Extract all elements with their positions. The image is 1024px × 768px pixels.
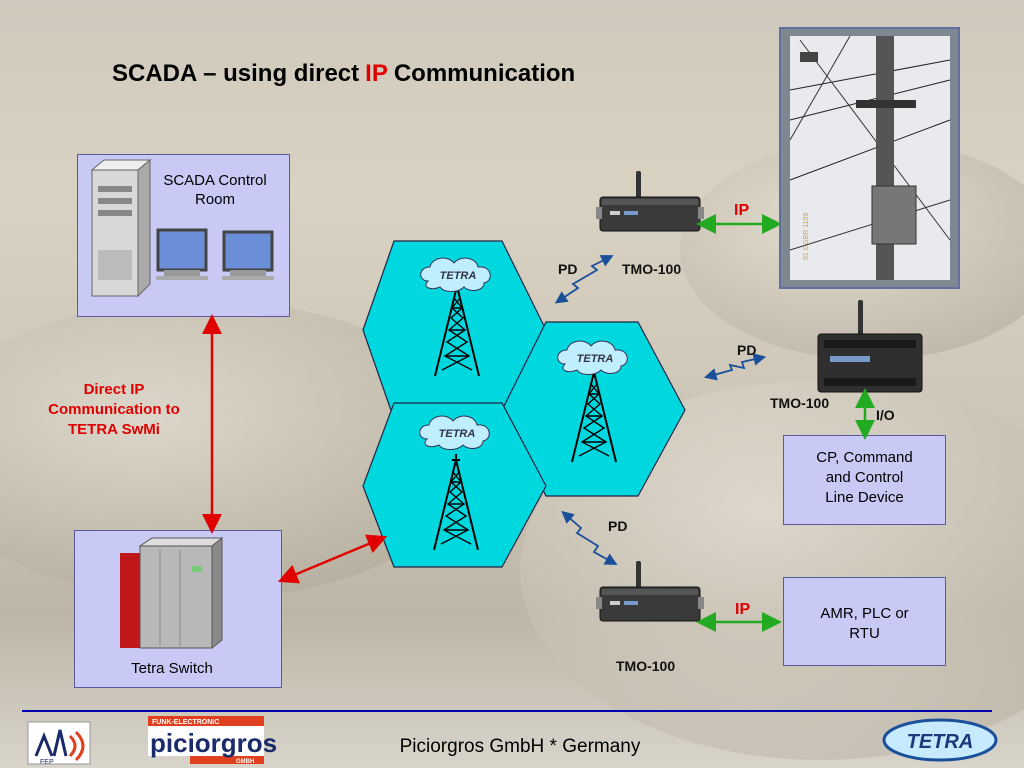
- tmo-100-top-icon: [595, 170, 705, 232]
- photo-caption: 51 GGBR 1109: [803, 213, 810, 260]
- tmo-middle-io: I/O: [876, 407, 895, 423]
- tmo-100-bottom-icon: [595, 560, 705, 622]
- tmo-middle-pd: PD: [737, 342, 757, 358]
- cp-device-label: CP, Command and Control Line Device: [816, 449, 913, 506]
- logo-top-text: FUNK-ELECTRONIC: [152, 719, 219, 726]
- piciorgros-logo: [27, 716, 264, 765]
- tetra-switch-label: Tetra Switch: [131, 660, 213, 677]
- tetra-cloud-label: TETRA: [577, 353, 614, 365]
- tmo-bottom-pd: PD: [608, 518, 628, 534]
- footer-divider: [22, 710, 992, 712]
- tetra-cloud-label: TETRA: [440, 270, 477, 282]
- tetra-cloud-label: TETRA: [439, 428, 476, 440]
- server-icon: [90, 158, 152, 298]
- tmo-bottom-ip: IP: [735, 601, 751, 618]
- pd-link-bottom: [561, 510, 618, 566]
- tmo-middle-label: TMO-100: [770, 395, 830, 411]
- amr-device-label: AMR, PLC or RTU: [820, 605, 909, 642]
- tmo-bottom-label: TMO-100: [616, 658, 676, 674]
- power-pole-photo: [779, 27, 960, 289]
- logo-fep: FEP: [40, 759, 54, 766]
- tmo-top-ip: IP: [734, 202, 750, 219]
- logo-sub-text: GMBH: [236, 759, 254, 765]
- pd-link-top: [554, 255, 614, 304]
- tmo-top-pd: PD: [558, 261, 578, 277]
- switch-cabinet-icon: [120, 536, 224, 650]
- pd-link-middle: [703, 353, 767, 381]
- logo-main-text: piciorgros: [150, 728, 277, 758]
- footer-company: Piciorgros GmbH * Germany: [399, 736, 641, 757]
- monitor-icon: [222, 230, 274, 280]
- tmo-100-io-icon: [817, 300, 923, 393]
- scada-room-label-1: SCADA Control: [163, 172, 267, 189]
- direct-ip-text: Direct IP Communication to TETRA SwMi: [48, 381, 180, 438]
- tetra-footer-logo-icon: [882, 718, 998, 762]
- switch-to-cell-arrow: [277, 534, 388, 584]
- tmo-top-label: TMO-100: [622, 261, 682, 277]
- cp-device-box: [783, 435, 946, 525]
- monitor-icon: [156, 228, 208, 280]
- title-ip: IP: [365, 60, 388, 87]
- amr-device-box: [783, 577, 946, 666]
- scada-room-label-2: Room: [194, 191, 235, 208]
- tetra-footer-logo-text: TETRA: [907, 731, 974, 753]
